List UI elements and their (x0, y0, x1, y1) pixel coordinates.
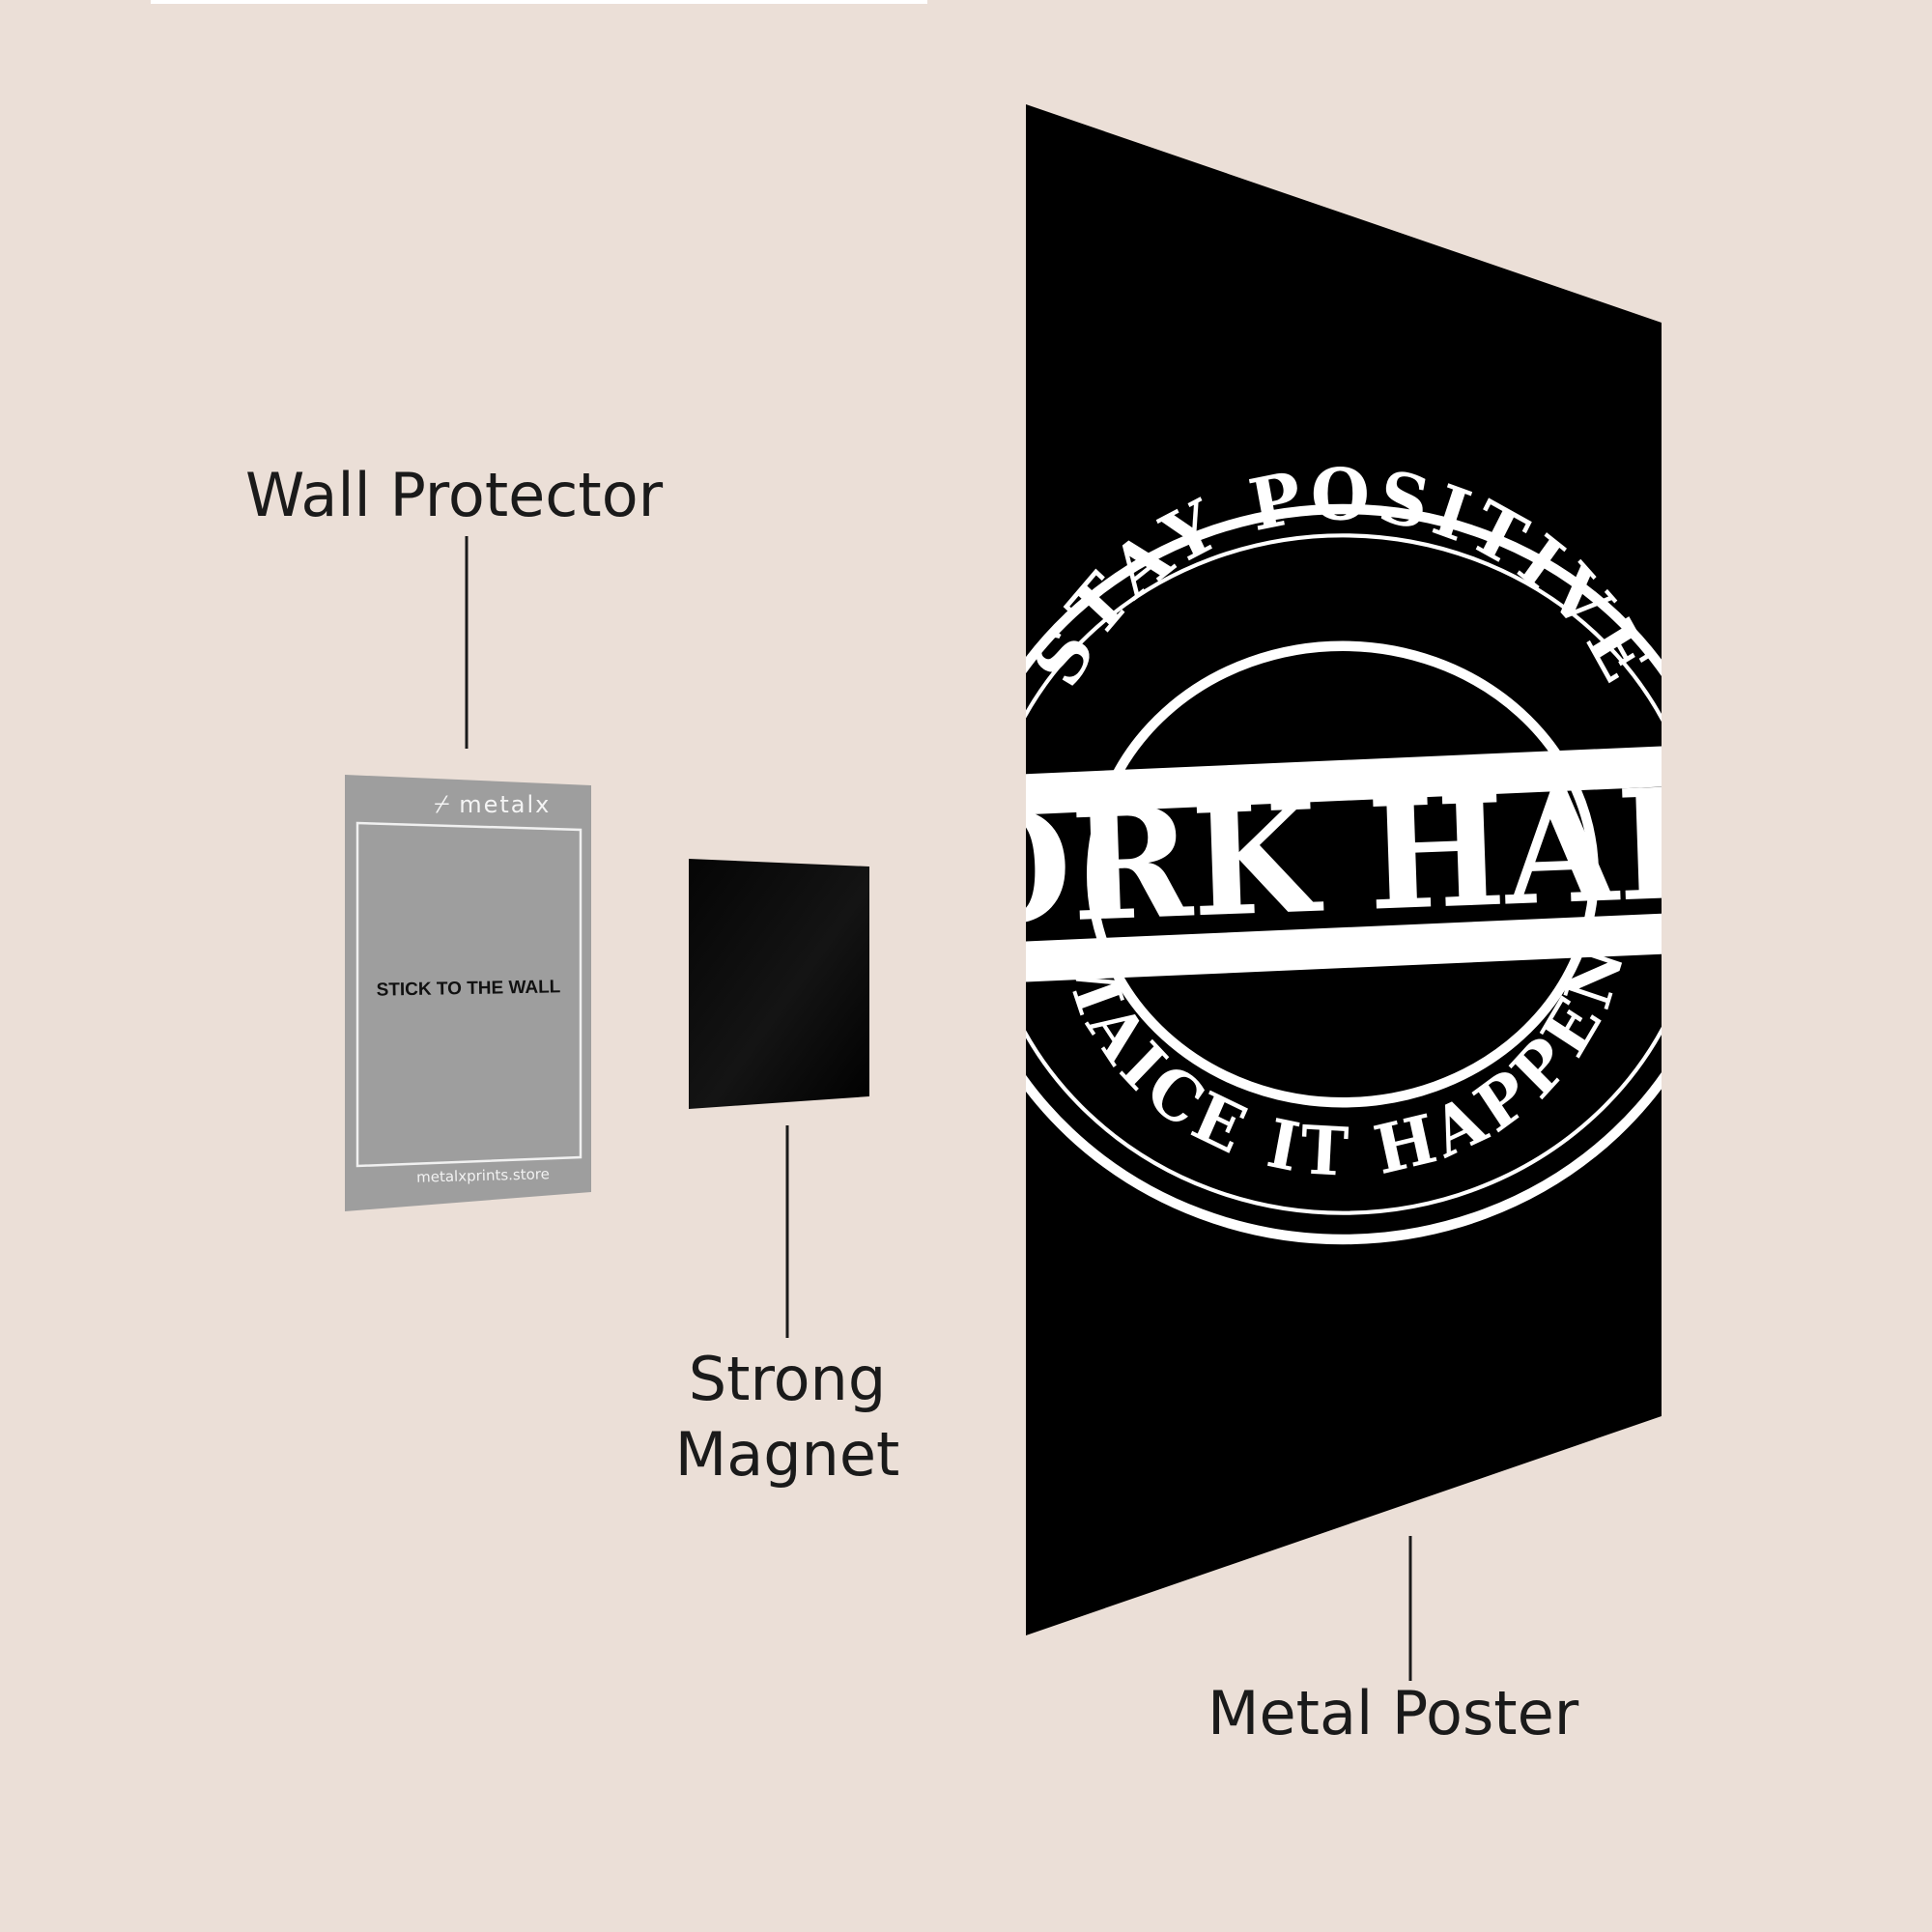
wall-protector-card (345, 775, 591, 1211)
metal-poster: STAY POSITIVE MAICE IT HAPPEN WORK HARD (778, 104, 1866, 1635)
protector-brand-text: metalx (459, 791, 552, 818)
protector-brand: ⌿ metalx (377, 790, 609, 820)
strong-magnet (689, 859, 869, 1109)
strong-magnet-label-line2: Magnet (674, 1419, 900, 1490)
brand-logo-icon: ⌿ (434, 790, 452, 819)
poster-center-ring (1087, 640, 1599, 1108)
metal-poster-label: Metal Poster (1208, 1678, 1579, 1748)
wall-protector-label: Wall Protector (245, 460, 664, 530)
poster-center-text: WORK HARD (778, 750, 1866, 967)
poster-lower-band (1026, 909, 1662, 986)
poster-outer-ring (1026, 503, 1662, 1245)
strong-magnet-label-line1: Strong (688, 1344, 887, 1414)
poster-inner-ring (1026, 533, 1662, 1215)
wall-protector-border (355, 821, 582, 1168)
top-edge-strip (151, 0, 927, 4)
protector-main-text: STICK TO THE WALL (376, 977, 561, 1001)
poster-upper-band (1026, 742, 1662, 819)
